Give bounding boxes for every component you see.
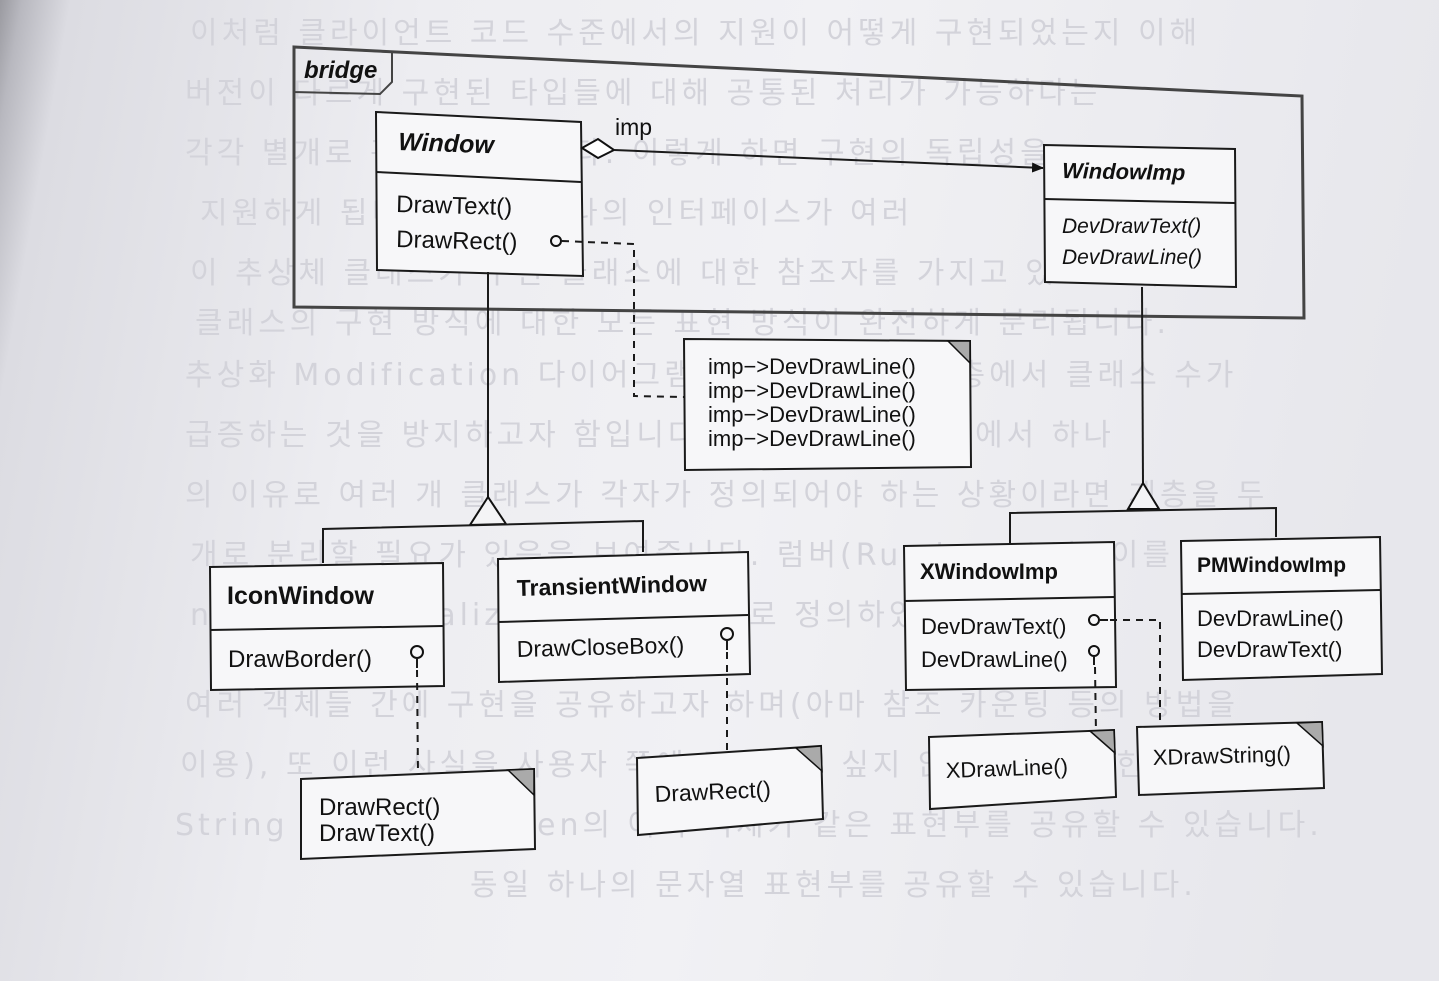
note-line: imp−>DevDrawLine() bbox=[708, 402, 916, 427]
xwindowimp-op-devdrawline: DevDrawLine() bbox=[921, 647, 1068, 672]
window-op-drawtext: DrawText() bbox=[396, 191, 513, 221]
transientwindow-op-drawclosebox: DrawCloseBox() bbox=[516, 632, 684, 662]
pmwindowimp-class-name: PMWindowImp bbox=[1197, 554, 1346, 577]
window-class: Window DrawText() DrawRect() bbox=[374, 110, 585, 278]
note-anchor-icon bbox=[550, 235, 562, 247]
note-line: imp−>DevDrawLine() bbox=[708, 378, 916, 403]
note-line: DrawRect() bbox=[654, 776, 771, 807]
drawborder-impl-note: DrawRect() DrawText() bbox=[300, 767, 537, 861]
windowimp-inheritance bbox=[1009, 286, 1277, 543]
bridge-package: bridge bbox=[292, 45, 1306, 320]
iconwindow-class-name: IconWindow bbox=[227, 582, 375, 610]
window-inheritance bbox=[322, 272, 644, 563]
iconwindow-op-drawborder: DrawBorder() bbox=[228, 646, 372, 673]
pmwindowimp-op-devdrawline: DevDrawLine() bbox=[1197, 606, 1344, 631]
note-line: XDrawLine() bbox=[945, 754, 1068, 783]
transientwindow-class: TransientWindow DrawCloseBox() bbox=[496, 550, 752, 684]
background-text-line: 여러 객체들 간에 구현을 공유하고자 하며(아마 참조 카운팅 등의 방법을 bbox=[185, 688, 1239, 723]
package-label: bridge bbox=[304, 57, 377, 84]
windowimp-class: WindowImp DevDrawText() DevDrawLine() bbox=[1042, 143, 1238, 289]
note-line: DrawRect() bbox=[319, 794, 440, 821]
background-text-line: 이처럼 클라이언트 코드 수준에서의 지원이 어떻게 구현되었는지 이해 bbox=[190, 16, 1202, 51]
windowimp-op-devdrawtext: DevDrawText() bbox=[1062, 215, 1201, 238]
note-link bbox=[561, 240, 686, 398]
iconwindow-class: IconWindow DrawBorder() bbox=[208, 561, 446, 692]
pmwindowimp-op-devdrawtext: DevDrawText() bbox=[1197, 637, 1342, 662]
transientwindow-class-name: TransientWindow bbox=[516, 570, 707, 601]
xwindowimp-op-devdrawtext: DevDrawText() bbox=[921, 614, 1066, 639]
note-link bbox=[1094, 666, 1097, 735]
background-text-line: 각각 별개로 관리 가능합니다. 이렇게 하면 구현의 독립성을 bbox=[185, 136, 1052, 171]
pmwindowimp-class: PMWindowImp DevDrawLine() DevDrawText() bbox=[1179, 535, 1384, 682]
note-line: imp−>DevDrawLine() bbox=[708, 354, 916, 379]
windowimp-class-name: WindowImp bbox=[1062, 158, 1186, 185]
background-text-line: 이 추상체 클래스가 구현 클래스에 대한 참조자를 가지고 있으므로, bbox=[190, 256, 1166, 291]
note-link bbox=[416, 669, 419, 777]
devdrawline-impl-note: XDrawLine() bbox=[927, 728, 1118, 811]
background-text-line: 동일 하나의 문자열 표현부를 공유할 수 있습니다. bbox=[470, 868, 1197, 903]
xwindowimp-class-name: XWindowImp bbox=[920, 559, 1058, 584]
note-line: imp−>DevDrawLine() bbox=[708, 426, 916, 451]
note-link bbox=[1110, 619, 1161, 724]
xwindowimp-class: XWindowImp DevDrawText() DevDrawLine() bbox=[902, 540, 1118, 692]
association-label: imp bbox=[615, 114, 652, 140]
background-text-line: 의 이유로 여러 개 클래스가 각자가 정의되어야 하는 상황이라면 계층을 두 bbox=[185, 478, 1269, 513]
window-class-name: Window bbox=[398, 128, 496, 159]
window-op-drawrect: DrawRect() bbox=[396, 226, 518, 256]
devdrawtext-impl-note: XDrawString() bbox=[1135, 720, 1326, 797]
windowimp-op-devdrawline: DevDrawLine() bbox=[1062, 246, 1202, 269]
drawrect-impl-note: imp−>DevDrawLine() imp−>DevDrawLine() im… bbox=[682, 337, 973, 472]
imp-association: imp bbox=[580, 114, 1044, 173]
note-line: DrawText() bbox=[319, 820, 435, 847]
drawclosebox-impl-note: DrawRect() bbox=[635, 744, 825, 837]
note-line: XDrawString() bbox=[1152, 741, 1291, 770]
